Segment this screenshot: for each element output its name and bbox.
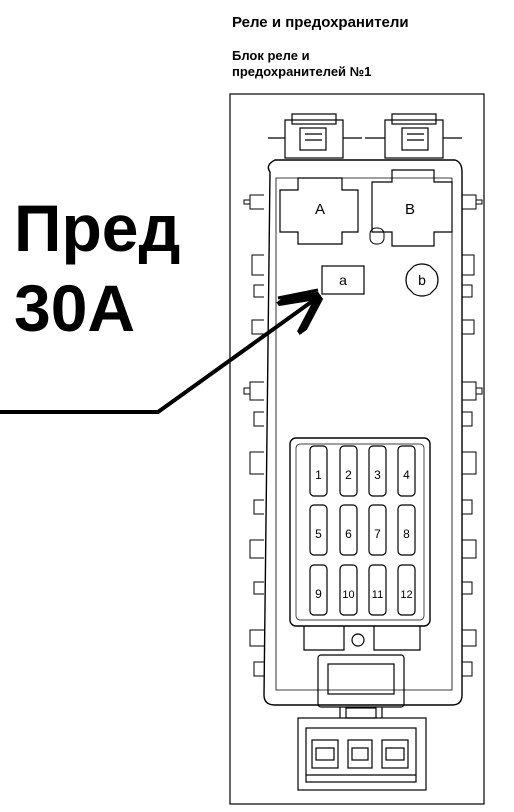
left-side-clips [243,194,264,677]
fuse-label-10: 10 [342,589,354,601]
fuse-slot-5 [309,504,328,556]
relay-b-small-outline [405,263,439,297]
fuse-label-4: 4 [403,468,410,482]
outer-frame [229,93,485,805]
fuse-label-8: 8 [403,527,410,541]
fuse-slot-12 [397,564,416,616]
callout-line-2: 30А [14,271,136,345]
fuse-slot-4 [397,445,416,497]
relay-a-small-outline [321,265,365,295]
fuse-label-5: 5 [315,527,322,541]
fuse-slot-9 [309,564,328,616]
relay-a-label: A [315,201,325,218]
fuse-slot-2 [339,445,358,497]
relay-a-outline [279,177,359,245]
fuse-slot-1 [309,445,328,497]
fuse-label-7: 7 [374,527,381,541]
fuse-label-6: 6 [345,527,352,541]
fuse-panel-outline [289,437,431,627]
fuse-panel-inner [295,443,425,621]
callout-pointer-line [0,300,314,414]
relay-a-small-label: a [339,272,347,288]
fuse-label-12: 12 [400,589,412,601]
fuse-slot-8 [397,504,416,556]
fuse-label-1: 1 [315,468,322,482]
small-socket [369,227,385,245]
fuse-block-housing [263,159,463,706]
fuse-slot-6 [339,504,358,556]
top-connector-left [268,113,362,159]
block-subtitle: Блок реле и предохранителей №1 [232,48,371,80]
fuse-slot-11 [368,564,387,616]
fuse-label-9: 9 [315,587,322,601]
fuse-label-11: 11 [372,589,383,601]
relay-b-small-label: b [418,272,426,288]
fuse-slot-7 [368,504,387,556]
relay-b-label: B [405,201,415,218]
right-side-clips [462,194,483,677]
relay-b-outline [371,169,453,247]
block-subtitle-line-2: предохранителей №1 [232,64,372,79]
block-subtitle-line-1: Блок реле и [232,48,310,63]
fuse-callout-label: Пред 30А [14,188,180,348]
diagram-title: Реле и предохранители [232,14,409,31]
bottom-connector [297,717,427,791]
callout-pointer-stub [277,288,319,300]
top-connector-right [365,113,462,159]
fuse-label-2: 2 [345,468,352,482]
fuse-label-3: 3 [374,468,381,482]
lower-housing [303,626,421,719]
fuse-slot-3 [368,445,387,497]
callout-line-1: Пред [14,191,181,265]
fuse-slot-10 [339,564,358,616]
